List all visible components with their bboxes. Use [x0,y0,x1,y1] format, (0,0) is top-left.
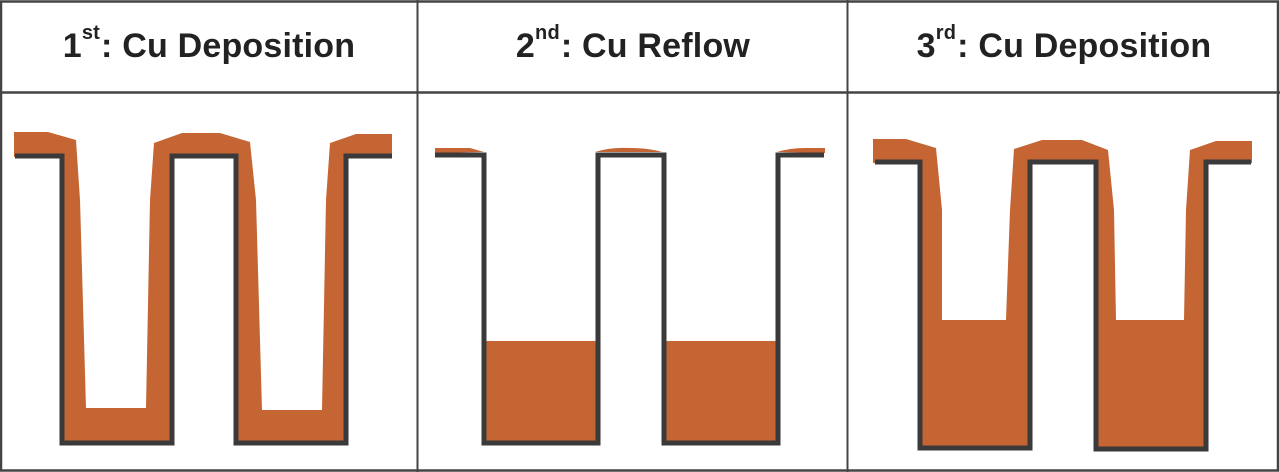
step-label: : Cu Deposition [957,26,1212,65]
copper-fill-right [666,341,776,442]
copper-cap-right [777,148,825,153]
step-label: : Cu Deposition [101,26,356,65]
ordinal-suffix: nd [535,21,560,44]
step-number: 2 [515,26,536,65]
trench-outline [875,159,1251,452]
ordinal-suffix: st [81,21,101,44]
panel-3-cu-deposition [873,139,1252,452]
copper-cap-left [435,148,484,153]
column-header-2: 2nd: Cu Reflow [418,0,848,92]
step-label: : Cu Reflow [560,26,751,65]
column-header-1: 1st: Cu Deposition [0,0,418,92]
copper-layer [14,132,392,443]
copper-layer [873,139,1252,448]
panel-1-cu-deposition [14,132,392,446]
copper-cap-middle [595,147,662,152]
step-number: 3 [916,26,936,65]
copper-fill-left [486,341,596,442]
trench-outline [435,152,824,446]
panel-2-cu-reflow [435,147,825,446]
column-header-3: 3rd: Cu Deposition [848,0,1280,92]
trench-outline [15,153,392,446]
ordinal-suffix: rd [935,21,957,44]
step-number: 1 [62,26,82,65]
